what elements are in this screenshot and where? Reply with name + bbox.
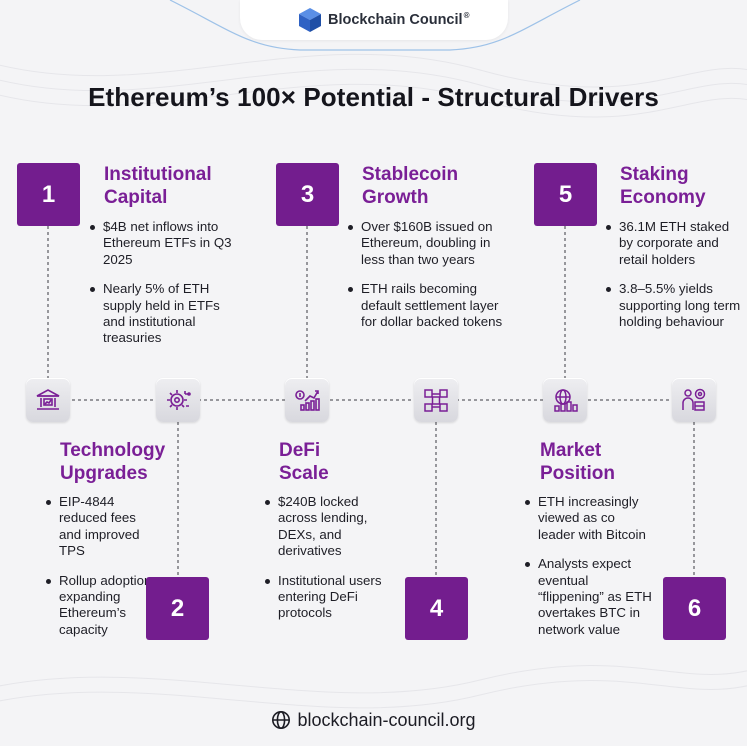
bank-icon [26,378,70,422]
driver-2-number: 2 [146,577,209,640]
page-title: Ethereum’s 100× Potential - Structural D… [88,82,659,112]
list-item: 36.1M ETH staked by corporate and retail… [604,219,742,268]
list-item: 3.8–5.5% yields supporting long term hol… [604,281,742,330]
list-item: $4B net inflows into Ethereum ETFs in Q3… [88,219,233,268]
driver-6-bullets: ETH increasingly viewed as co leader wit… [523,494,655,651]
globe-icon [272,711,291,729]
driver-2-bullets: EIP-4844 reduced fees and improved TPS R… [44,494,154,651]
coin-growth-chart-icon [285,378,329,422]
driver-5-number: 5 [534,163,597,226]
driver-6-number: 6 [663,577,726,640]
driver-4-bullets: $240B locked across lending, DEXs, and d… [263,494,388,635]
list-item: ETH rails becoming default settlement la… [346,281,514,330]
list-item: Rollup adoption expanding Ethereum’s cap… [44,573,154,639]
investor-target-icon [672,378,716,422]
list-item: Institutional users entering DeFi protoc… [263,573,388,622]
driver-1-bullets: $4B net inflows into Ethereum ETFs in Q3… [88,219,233,360]
footer-url[interactable]: blockchain-council.org [297,710,476,730]
gear-circuit-icon [156,378,200,422]
brand-header: Blockchain Council® [240,0,508,40]
driver-4-number: 4 [405,577,468,640]
driver-3-bullets: Over $160B issued on Ethereum, doubling … [346,219,514,343]
blockchain-cubes-icon [414,378,458,422]
list-item: Nearly 5% of ETH supply held in ETFs and… [88,281,233,347]
list-item: ETH increasingly viewed as co leader wit… [523,494,655,543]
footer: blockchain-council.org [0,710,747,731]
brand-name: Blockchain Council® [328,11,470,28]
driver-5-bullets: 36.1M ETH staked by corporate and retail… [604,219,742,343]
list-item: EIP-4844 reduced fees and improved TPS [44,494,154,560]
list-item: $240B locked across lending, DEXs, and d… [263,494,388,560]
driver-1-number: 1 [17,163,80,226]
list-item: Over $160B issued on Ethereum, doubling … [346,219,514,268]
blockchain-council-logo-icon [299,8,321,32]
globe-coins-icon [543,378,587,422]
driver-3-number: 3 [276,163,339,226]
list-item: Analysts expect eventual “flippening” as… [523,556,655,638]
